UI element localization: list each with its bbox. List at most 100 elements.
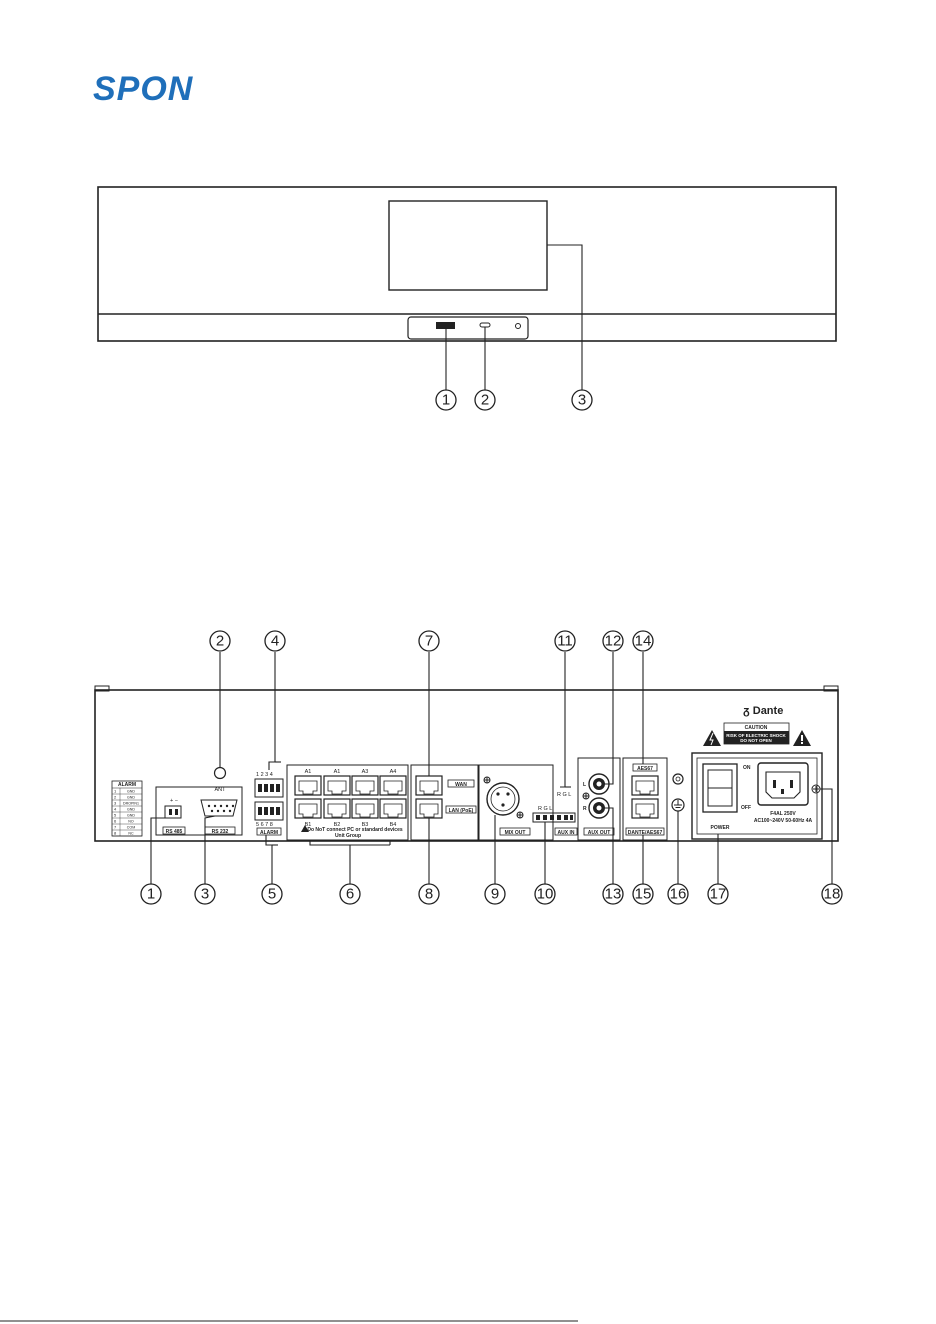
svg-text:8: 8 xyxy=(425,886,433,903)
alarm-pin-function: GND xyxy=(127,790,135,794)
svg-text:Do NoT connect PC or standard: Do NoT connect PC or standard devices xyxy=(307,827,403,833)
alarm-pin-number: 8 xyxy=(114,831,117,836)
svg-text:1 2 3 4: 1 2 3 4 xyxy=(256,772,273,778)
svg-text:CAUTION: CAUTION xyxy=(745,725,768,731)
svg-text:7: 7 xyxy=(425,633,433,650)
svg-text:RS 485: RS 485 xyxy=(166,829,183,835)
svg-text:12: 12 xyxy=(605,633,622,650)
alarm-pin-function: GND xyxy=(127,808,135,812)
rear-callouts-top: 2 4 7 11 12 14 xyxy=(209,630,654,652)
rs485-terminal xyxy=(164,805,182,819)
alarm-pin-number: 2 xyxy=(114,795,117,800)
callout-2: 2 xyxy=(209,630,231,652)
svg-text:11: 11 xyxy=(557,633,573,650)
usb-port-icon xyxy=(436,322,455,329)
rear-callouts-bottom: 1 3 5 6 8 9 10 13 15 16 17 18 xyxy=(140,883,843,905)
alarm-pin-number: 6 xyxy=(114,819,117,824)
svg-text:2: 2 xyxy=(216,633,224,650)
svg-text:14: 14 xyxy=(635,633,652,650)
rs-module: + − RS 485 RS 232 xyxy=(155,786,243,836)
callout-12: 12 xyxy=(602,630,624,652)
rj45-socket xyxy=(355,803,375,818)
svg-text:ON: ON xyxy=(743,765,751,771)
svg-text:5: 5 xyxy=(268,886,276,903)
svg-text:9: 9 xyxy=(491,886,499,903)
svg-text:DO NOT OPEN: DO NOT OPEN xyxy=(740,738,772,743)
svg-text:F4AL 250V: F4AL 250V xyxy=(770,811,796,817)
callout-16: 16 xyxy=(667,883,689,905)
svg-text:B3: B3 xyxy=(362,822,369,828)
svg-text:5 6 7 8: 5 6 7 8 xyxy=(256,822,273,828)
svg-text:16: 16 xyxy=(670,886,687,903)
dante-logo: ᵹ Dante xyxy=(743,705,783,717)
callout-2: 2 xyxy=(474,389,496,411)
rj45-port xyxy=(294,775,322,796)
svg-text:2: 2 xyxy=(481,392,489,409)
svg-text:4: 4 xyxy=(271,633,279,650)
callout-4: 4 xyxy=(264,630,286,652)
ground-icon xyxy=(671,798,685,812)
callout-7: 7 xyxy=(418,630,440,652)
svg-text:R: R xyxy=(583,806,587,812)
unit-group-ports: A1 A1 A3 A4 B1 B2 B3 B4 Do NoT connect P… xyxy=(286,764,409,841)
alarm-pin-number: 3 xyxy=(114,801,117,806)
wan-lan-ports: WAN LAN (PoE) xyxy=(410,764,479,841)
alarm-pin-function: NO xyxy=(128,820,134,824)
indicator-led-icon xyxy=(479,322,491,328)
svg-text:6: 6 xyxy=(346,886,354,903)
power-section: ON OFF POWER F4AL 250V AC100~240V 50-60H… xyxy=(691,752,823,840)
callout-13: 13 xyxy=(602,883,624,905)
svg-text:3: 3 xyxy=(201,886,209,903)
callout-5: 5 xyxy=(261,883,283,905)
callout-14: 14 xyxy=(632,630,654,652)
alarm-pin-number: 7 xyxy=(114,825,117,830)
svg-text:R G L: R G L xyxy=(538,806,552,812)
svg-text:AES67: AES67 xyxy=(637,766,653,772)
rj45-socket xyxy=(327,780,347,795)
svg-text:AC100~240V 50-60Hz 4A: AC100~240V 50-60Hz 4A xyxy=(754,818,813,824)
callout-6: 6 xyxy=(339,883,361,905)
callout-10: 10 xyxy=(534,883,556,905)
svg-text:L: L xyxy=(583,782,586,788)
aux-out-rca: L R AUX OUT xyxy=(577,757,621,841)
svg-text:13: 13 xyxy=(605,886,622,903)
svg-text:3: 3 xyxy=(578,392,586,409)
svg-text:+ −: + − xyxy=(170,798,178,804)
alarm-pin-function: DROPIN1 xyxy=(123,802,139,806)
rj45-port xyxy=(379,775,407,796)
rj45-socket xyxy=(298,780,318,795)
alarm-pin-number: 1 xyxy=(114,789,117,794)
antenna-port xyxy=(213,766,227,780)
svg-text:RISK OF ELECTRIC SHOCK: RISK OF ELECTRIC SHOCK xyxy=(726,733,786,738)
svg-text:MIX OUT: MIX OUT xyxy=(505,830,526,836)
alarm-terminals: 1 2 3 4 5 6 7 8 ALARM xyxy=(254,772,284,836)
iec-inlet xyxy=(757,762,809,806)
rj45-port xyxy=(351,775,379,796)
svg-text:Unit Group: Unit Group xyxy=(335,833,361,839)
spon-logo: SPON xyxy=(93,70,194,108)
svg-text:A1: A1 xyxy=(334,769,341,775)
svg-text:WAN: WAN xyxy=(455,782,467,788)
rj45-port xyxy=(294,798,322,819)
power-switch xyxy=(702,763,738,813)
rj45-port xyxy=(379,798,407,819)
svg-text:1: 1 xyxy=(442,392,450,409)
callout-17: 17 xyxy=(707,883,729,905)
alarm-pin-function: NC xyxy=(128,832,134,836)
svg-text:A1: A1 xyxy=(305,769,312,775)
svg-text:18: 18 xyxy=(824,886,841,903)
svg-text:ALARM: ALARM xyxy=(118,782,136,788)
svg-text:LAN (PoE): LAN (PoE) xyxy=(449,808,474,814)
screw-icon xyxy=(672,773,684,785)
mix-out-xlr: MIX OUT xyxy=(478,764,554,841)
caution-label: CAUTION RISK OF ELECTRIC SHOCK DO NOT OP… xyxy=(703,722,811,746)
svg-text:AUX OUT: AUX OUT xyxy=(588,830,611,836)
callout-3: 3 xyxy=(194,883,216,905)
rj45-port xyxy=(323,775,351,796)
svg-text:17: 17 xyxy=(710,886,727,903)
front-panel xyxy=(97,186,837,390)
alarm-pin-function: GND xyxy=(127,814,135,818)
